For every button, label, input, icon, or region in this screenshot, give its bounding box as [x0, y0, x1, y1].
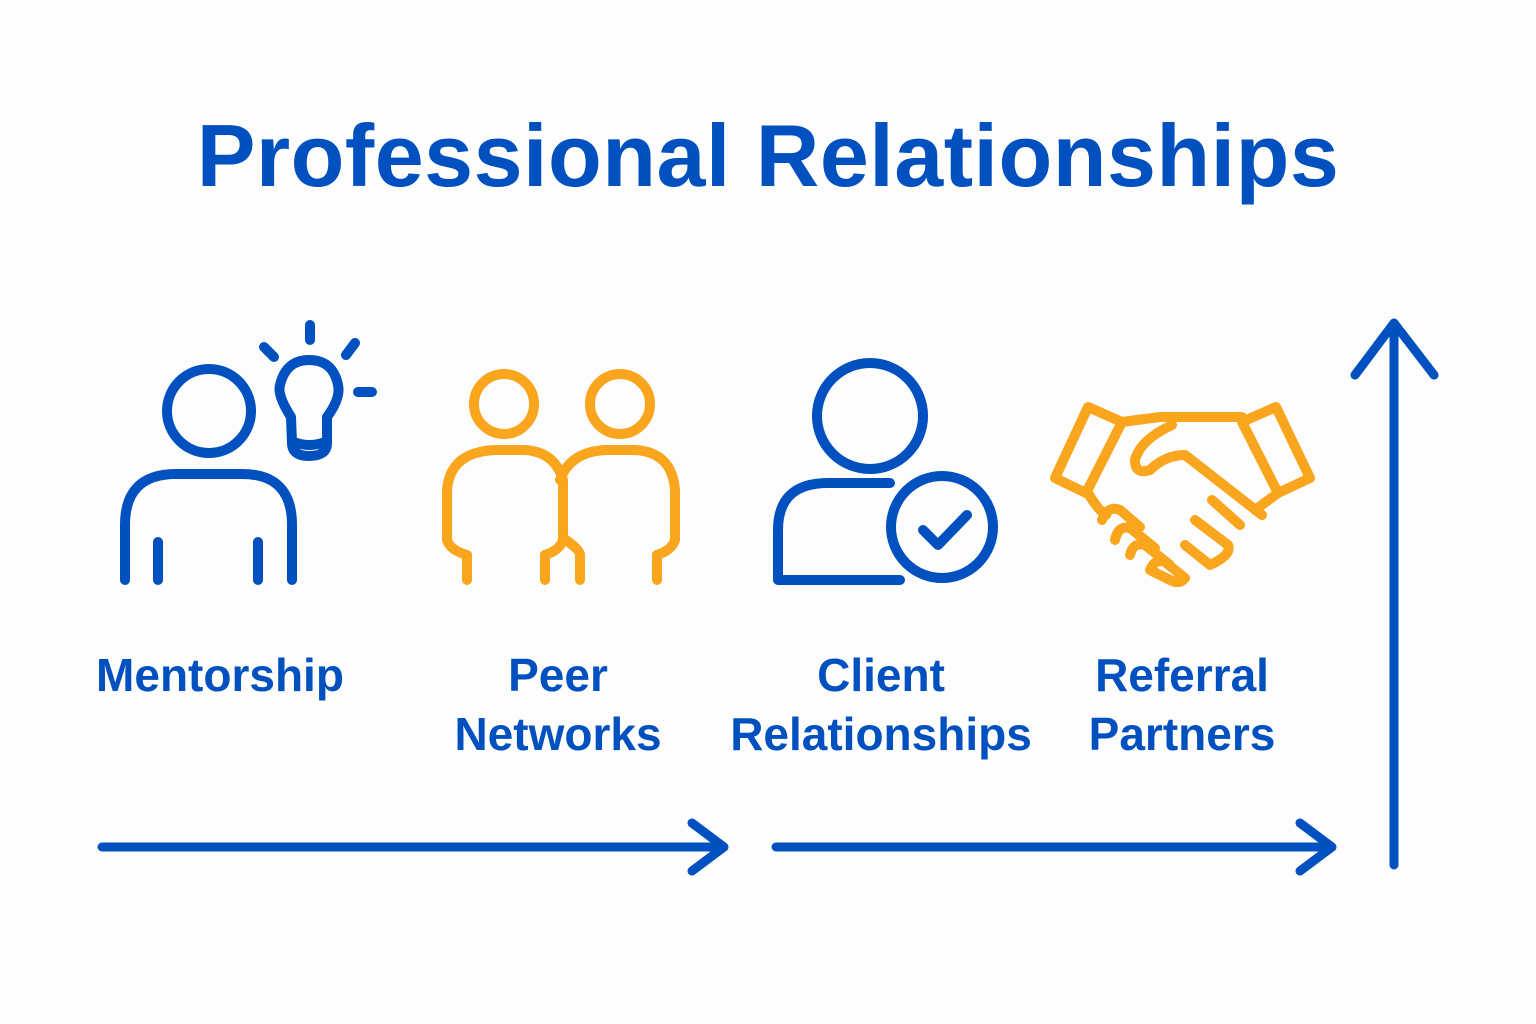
page-title: Professional Relationships — [196, 106, 1340, 205]
label-line: Client — [817, 649, 945, 701]
label-mentorship: Mentorship — [40, 646, 400, 705]
label-line: Partners — [1088, 708, 1276, 760]
label-peer-networks: Peer Networks — [378, 646, 738, 764]
label-line: Mentorship — [96, 649, 344, 701]
two-people-icon — [442, 369, 680, 585]
label-line: Networks — [454, 708, 662, 760]
handshake-icon — [1050, 402, 1315, 588]
flow-arrow-1 — [97, 818, 729, 876]
label-referral-partners: Referral Partners — [1002, 646, 1362, 764]
person-lightbulb-icon — [120, 320, 377, 585]
growth-arrow-up — [1350, 318, 1439, 870]
label-client-relationships: Client Relationships — [701, 646, 1061, 764]
label-line: Referral — [1095, 649, 1269, 701]
person-check-icon — [773, 358, 998, 585]
flow-arrow-2 — [771, 818, 1337, 876]
label-line: Relationships — [730, 708, 1032, 760]
label-line: Peer — [508, 649, 608, 701]
